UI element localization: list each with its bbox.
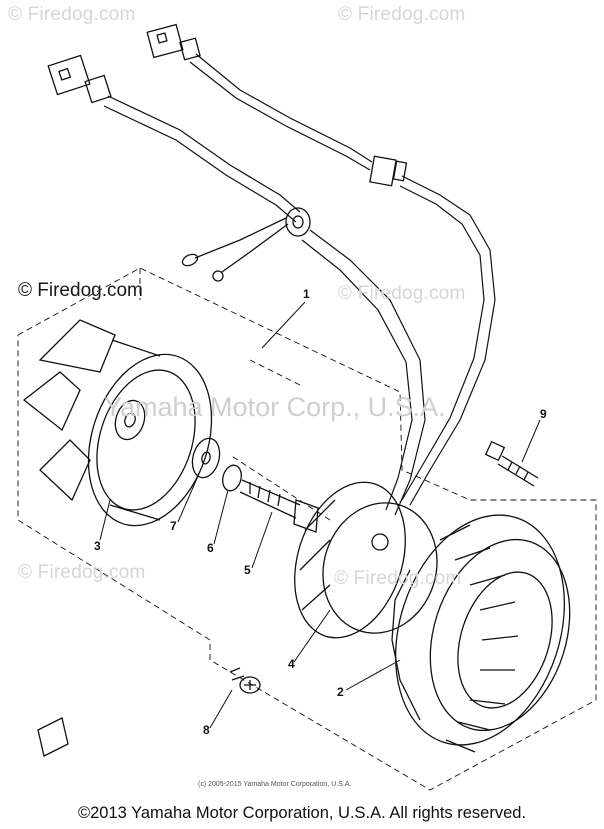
watermark-mid-right: © Firedog.com (338, 283, 466, 304)
screw-8 (229, 667, 261, 694)
callout-4: 4 (288, 657, 295, 671)
ground-terminals (181, 217, 289, 282)
watermark-left-dark: © Firedog.com (18, 280, 143, 301)
callout-8: 8 (203, 723, 210, 737)
wire-connector-right (369, 155, 408, 187)
callout-5: 5 (244, 563, 251, 577)
leader-lines (99, 301, 541, 729)
wire-grommet (285, 207, 311, 237)
callout-9: 9 (540, 407, 547, 421)
assembly-dashed-outline (17, 267, 597, 791)
callout-3: 3 (94, 539, 101, 553)
watermark-top-left: © Firedog.com (8, 4, 136, 25)
washer-7 (191, 437, 221, 479)
callout-6: 6 (207, 541, 214, 555)
lock-washer-6 (222, 464, 242, 492)
small-copyright: (c) 2005-2015 Yamaha Motor Corporation, … (198, 781, 352, 788)
bolt-9 (484, 440, 539, 487)
pickup-coil-4 (294, 481, 438, 639)
callout-1: 1 (303, 287, 310, 301)
callout-2: 2 (337, 685, 344, 699)
watermark-lower-left: © Firedog.com (18, 562, 146, 583)
wire-harness (103, 53, 496, 516)
watermark-top-right: © Firedog.com (338, 4, 466, 25)
flywheel-rotor (22, 319, 213, 527)
watermark-lower-right: © Firedog.com (334, 568, 462, 589)
wire-connector-left (47, 54, 112, 104)
footer-copyright: ©2013 Yamaha Motor Corporation, U.S.A. A… (77, 804, 527, 822)
bolt-5 (239, 479, 319, 533)
watermark-center: Yamaha Motor Corp., U.S.A. (104, 392, 446, 422)
callout-7: 7 (170, 519, 177, 533)
wire-connector-upper (146, 23, 201, 61)
stator-2 (391, 514, 571, 753)
model-tag-icon (37, 717, 69, 757)
